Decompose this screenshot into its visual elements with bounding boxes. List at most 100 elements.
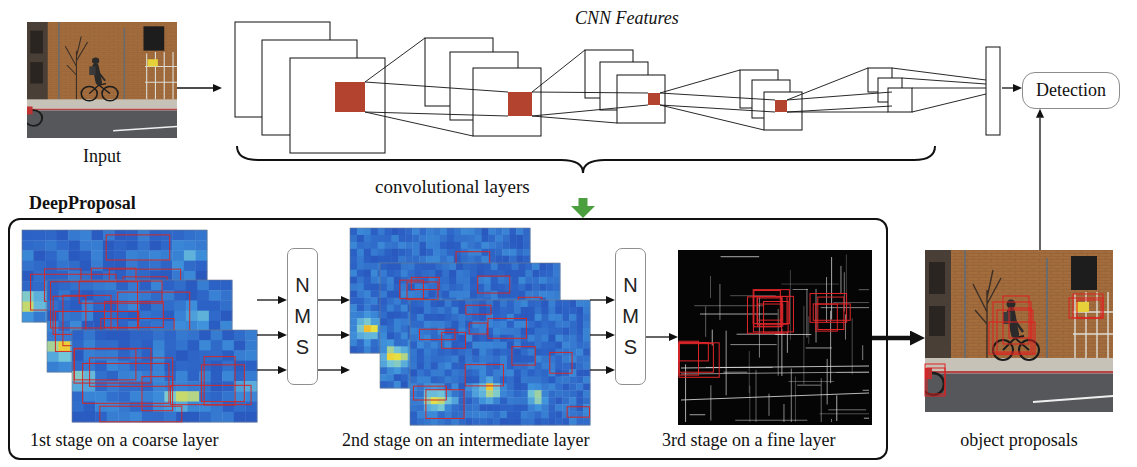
heatmap-cell <box>576 300 583 307</box>
heatmap-cell <box>380 367 387 374</box>
heatmap-cell <box>445 335 452 342</box>
heatmap-cell <box>410 300 417 307</box>
heatmap-cell <box>161 250 173 261</box>
heatmap-cell <box>392 235 399 242</box>
heatmap-cell <box>440 256 447 263</box>
heatmap-cell <box>364 256 371 263</box>
candidate-box <box>118 292 190 335</box>
heatmap-cell <box>350 297 357 304</box>
heatmap-cell <box>576 404 583 411</box>
heatmap-cell <box>188 350 200 361</box>
heatmap-cell <box>357 263 364 270</box>
heatmap-cell <box>141 391 153 402</box>
heatmap-cell <box>452 418 459 425</box>
heatmap-cell <box>34 240 46 251</box>
heatmap-cell <box>424 418 431 425</box>
heatmap-cell <box>449 263 456 270</box>
heatmap-cell <box>486 390 493 397</box>
heatmap-cell <box>410 376 417 383</box>
heatmap-cell <box>470 270 477 277</box>
heatmap-cell <box>350 242 357 249</box>
heatmap-cell <box>103 240 115 251</box>
heatmap-cell <box>357 256 364 263</box>
heatmap <box>74 348 251 421</box>
heatmap-cell <box>525 277 532 284</box>
heatmap-cell <box>141 350 153 361</box>
heatmap-cell <box>521 356 528 363</box>
heatmap-cell <box>350 249 357 256</box>
heatmap-cell <box>528 411 535 418</box>
heatmap-cell <box>553 263 560 270</box>
heatmap-cell <box>514 307 521 314</box>
heatmap-cell <box>419 228 426 235</box>
heatmap-cell <box>458 363 465 370</box>
heatmap-cell <box>380 374 387 381</box>
heatmap-cell <box>245 412 257 423</box>
heatmap-cell <box>428 284 435 291</box>
heatmap-cell <box>445 300 452 307</box>
candidate-box <box>51 282 138 328</box>
heatmap-cell <box>465 397 472 404</box>
heatmap-cell <box>408 270 415 277</box>
heatmap-cell <box>176 340 188 351</box>
heatmap-cell <box>535 390 542 397</box>
heatmap-cell <box>380 381 387 388</box>
heatmap-cell <box>95 412 107 423</box>
heatmap-cell <box>542 411 549 418</box>
heatmap-cell <box>364 228 371 235</box>
heatmap-cell <box>424 335 431 342</box>
edge-map-ground <box>678 250 872 425</box>
heatmap-cell <box>542 321 549 328</box>
heatmap-cell <box>465 356 472 363</box>
heatmap-cell <box>357 339 364 346</box>
heatmap-cell <box>199 402 211 413</box>
heatmap-cell <box>431 411 438 418</box>
heatmap-cell <box>521 363 528 370</box>
heatmap-cell <box>438 418 445 425</box>
heatmap-cell <box>380 284 387 291</box>
heatmap-cell <box>350 346 357 353</box>
heatmap-cell <box>149 250 161 261</box>
heatmap-cell <box>546 284 553 291</box>
edge-line <box>836 395 837 421</box>
heatmap-cell <box>357 318 364 325</box>
heatmap-cell <box>445 349 452 356</box>
heatmap-cell <box>410 349 417 356</box>
heatmap-cell <box>516 235 523 242</box>
heatmap-cell <box>80 240 92 251</box>
heatmap-cell <box>555 363 562 370</box>
candidate-box <box>411 277 439 289</box>
heatmap-cell <box>493 342 500 349</box>
heatmap-cell <box>470 284 477 291</box>
heatmap-cell <box>465 342 472 349</box>
heatmap-cell <box>583 363 590 370</box>
heatmap-cell <box>445 411 452 418</box>
edge-line <box>690 414 706 415</box>
heatmap-cell <box>380 270 387 277</box>
projection-line <box>532 105 648 116</box>
heatmap-cell <box>555 314 562 321</box>
heatmap-cell <box>539 277 546 284</box>
heatmap-cell <box>415 270 422 277</box>
heatmap-cell <box>153 412 165 423</box>
heatmap-cell <box>576 314 583 321</box>
heatmap-cell <box>486 411 493 418</box>
heatmap-cell <box>438 397 445 404</box>
heatmap-cell <box>514 314 521 321</box>
heatmap-cell <box>548 335 555 342</box>
heatmap-cell <box>357 277 364 284</box>
heatmap-cell <box>472 390 479 397</box>
heatmap-cell <box>486 369 493 376</box>
heatmap-cell <box>107 412 119 423</box>
heatmap-cell <box>486 300 493 307</box>
heatmap-cell <box>532 263 539 270</box>
heatmap-cell <box>509 235 516 242</box>
projection-line <box>787 112 888 113</box>
heatmap-cell <box>431 349 438 356</box>
heatmap-cell <box>518 284 525 291</box>
heatmap-cell <box>465 376 472 383</box>
edge-line <box>787 332 788 353</box>
heatmap-cell <box>442 291 449 298</box>
heatmap-cell <box>371 284 378 291</box>
heatmap-cell <box>350 277 357 284</box>
